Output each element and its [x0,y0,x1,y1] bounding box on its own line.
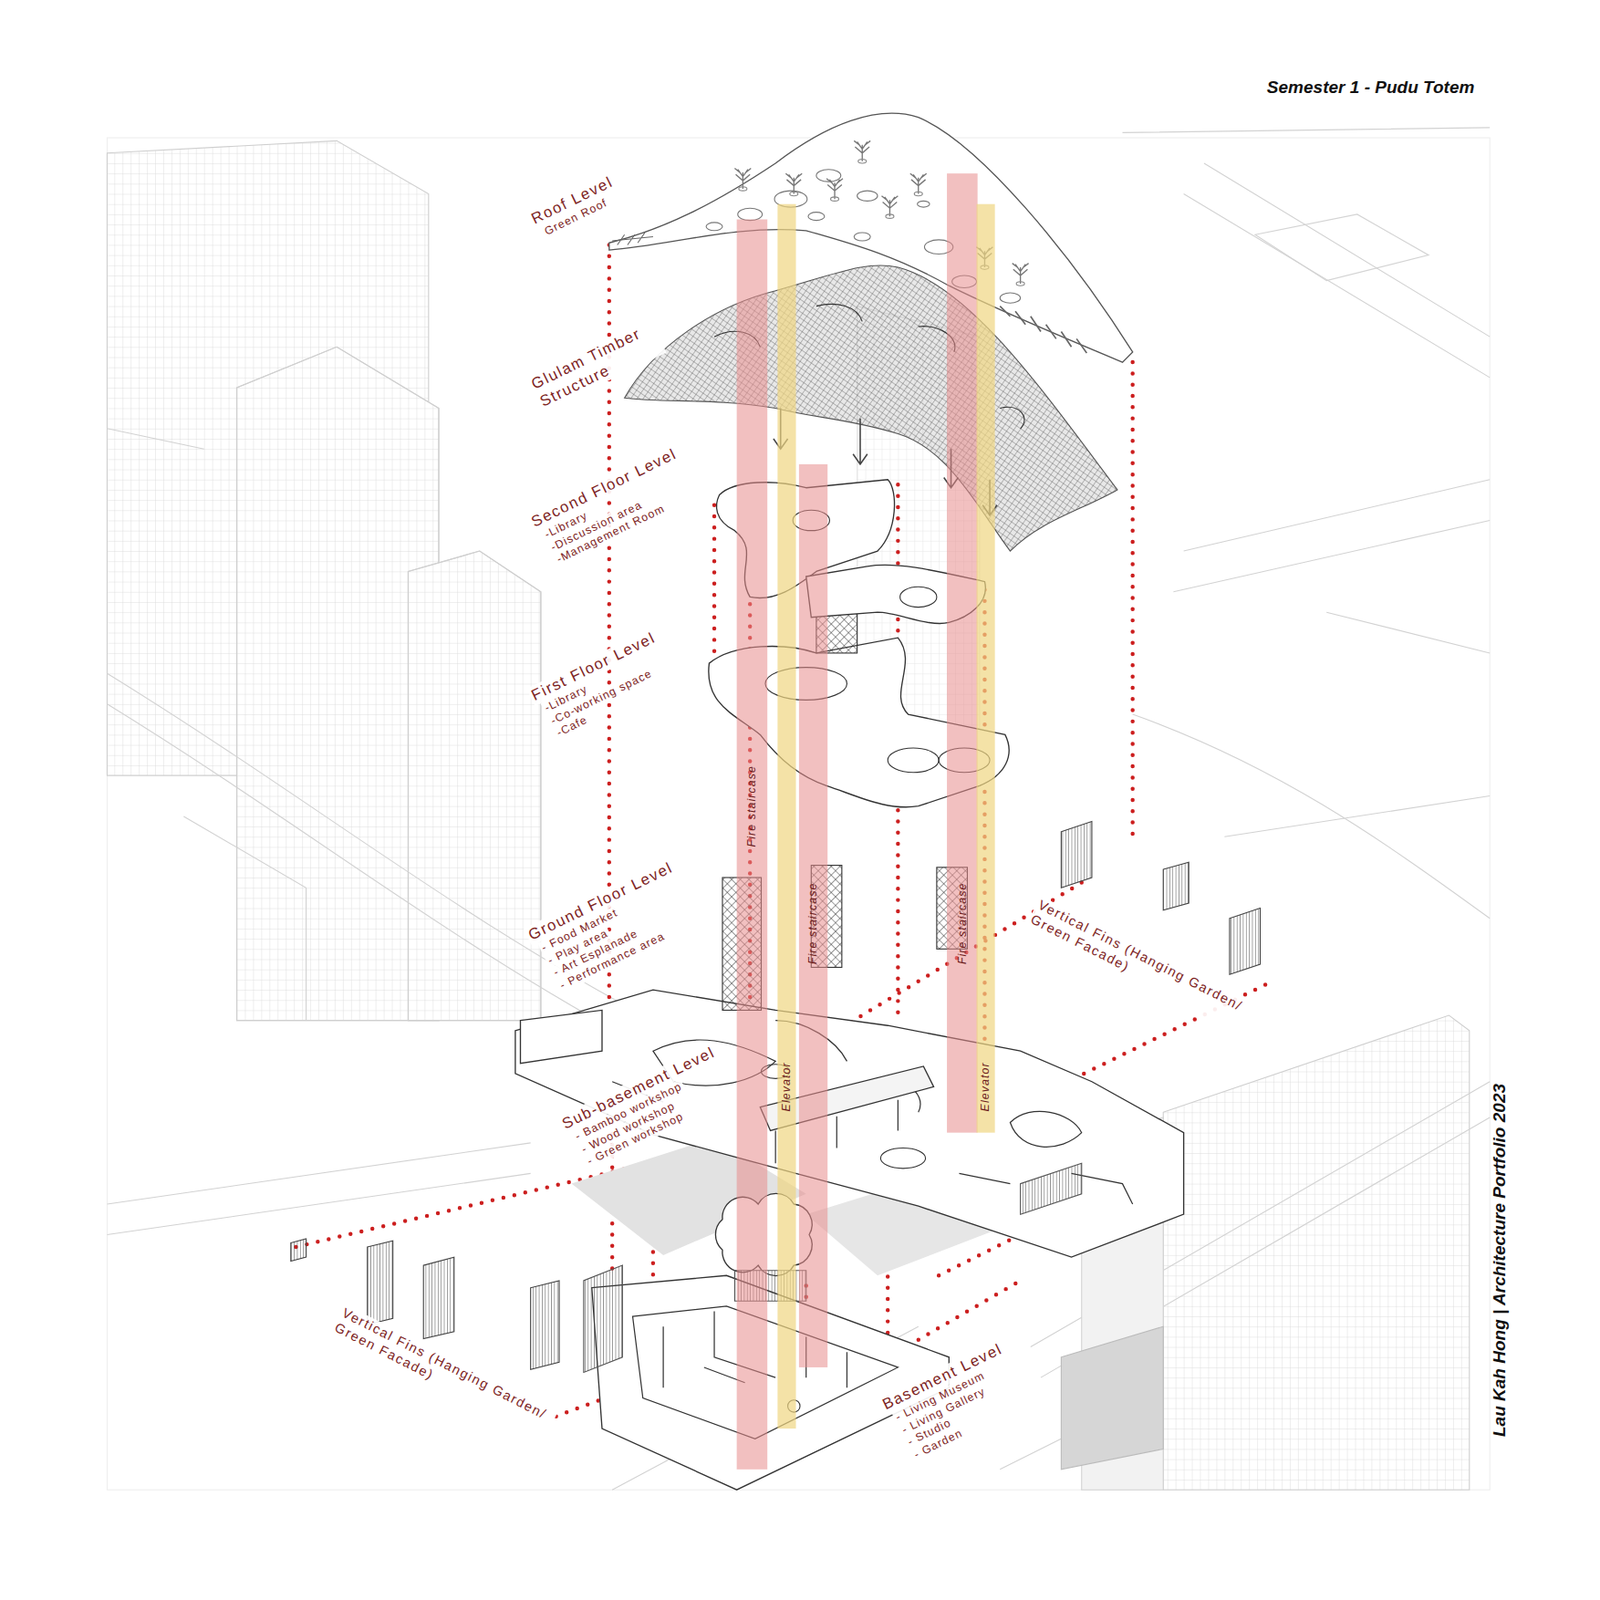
roof-opening [808,212,825,221]
vertical-fin-panel [1163,862,1189,911]
site-frame [106,137,1490,1490]
ground-floor-plate [515,989,1185,1258]
roof-tree [734,168,751,192]
background-building [407,550,541,1021]
label-group: First Floor Level-Library-Co-working spa… [526,627,679,745]
fire-staircase-band: Fire staircase [799,464,828,1368]
void-circle [900,586,937,607]
vertical-fin-panel [1060,820,1092,888]
roof-tree [881,196,898,219]
label-group: Second Floor Level-Library-Discussion ar… [526,443,701,571]
label-group: Vertical Fins (Hanging Garden/ Green Fac… [1025,895,1254,1034]
roof-planters [999,306,1087,354]
stair-block [1020,1163,1082,1215]
vertical-fin-panel [367,1240,394,1325]
page-title: Semester 1 - Pudu Totem [1267,77,1476,98]
background-building [1163,1015,1470,1490]
background-building [407,550,541,1021]
road-and-rail-lines [106,127,1490,1490]
roof-opening [857,190,878,201]
fire-staircase-band: Fire staircase [946,173,978,1133]
roof-opening [706,222,723,231]
roof-opening [999,292,1020,303]
roof-tree [1012,263,1029,287]
portfolio-caption: Lau Kah Hong | Architecture Portfolio 20… [1489,1083,1510,1437]
basement-plate [592,1275,950,1490]
band-label: Fire staircase [745,765,759,848]
roof-opening [917,200,930,208]
band-label: Fire staircase [955,883,969,966]
vertical-fin-panel [1229,908,1261,976]
band-label: Elevator [978,1061,993,1112]
roof-edge-detail [612,232,654,245]
ground-circle [880,1147,925,1168]
roof-tree [853,140,871,164]
elevator-band: Elevator [976,204,995,1133]
roof-tree [785,173,802,197]
void-circle [887,748,939,773]
shadow-block [1060,1326,1164,1470]
green-roof [609,113,1133,363]
band-label: Elevator [779,1061,794,1112]
kiosk-box [519,1009,602,1063]
label-group: Ground Floor Level- Food Market- Play ar… [523,857,703,997]
label-group: Roof LevelGreen Roof [526,171,624,242]
fire-staircase-band: Fire staircase [737,219,769,1470]
vertical-fin-panel [530,1280,560,1370]
level-heading: Vertical Fins (Hanging Garden/ Green Fac… [1025,895,1254,1034]
roof-opening [853,232,871,241]
vertical-fin-panel [423,1257,455,1339]
roof-tree [826,178,843,202]
band-label: Fire staircase [806,883,821,966]
vertical-fin-panel [583,1265,624,1372]
elevator-band: Elevator [778,204,796,1429]
roof-tree [910,173,927,197]
vertical-fin-panel [290,1238,307,1262]
